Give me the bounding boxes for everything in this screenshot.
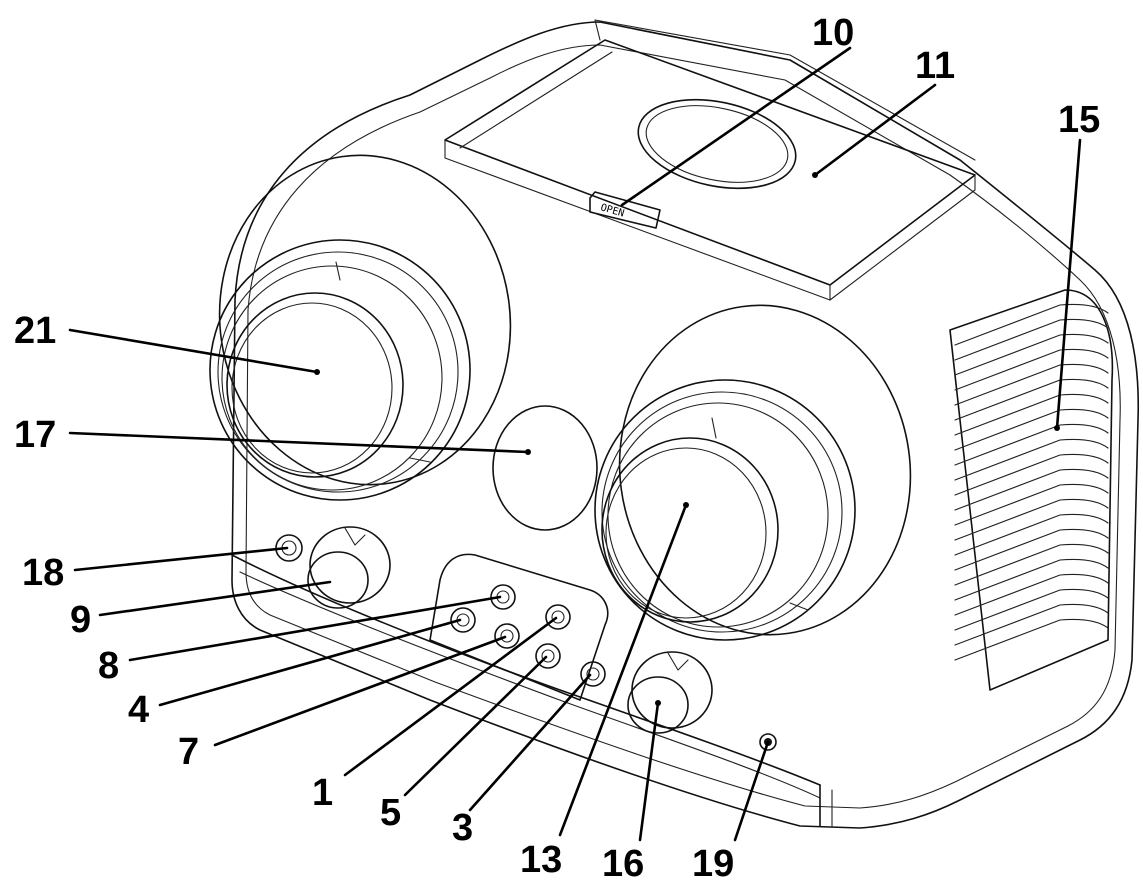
leader-1 — [343, 616, 558, 777]
vent-slat — [954, 363, 1109, 406]
label-9: 9 — [70, 599, 91, 641]
label-10: 10 — [812, 12, 854, 54]
top-window — [637, 98, 797, 190]
label-5: 5 — [380, 792, 401, 834]
label-3: 3 — [452, 807, 473, 849]
leader-3 — [468, 673, 592, 812]
connector-7 — [494, 623, 520, 649]
vent-slat — [954, 333, 1109, 376]
right-lens-assembly — [594, 304, 912, 641]
vent-slat — [954, 528, 1109, 571]
connectors — [275, 534, 777, 751]
label-18: 18 — [22, 552, 64, 594]
vent-slat — [954, 378, 1109, 421]
vent-slat — [954, 408, 1109, 451]
left-lens-assembly — [209, 154, 512, 501]
knob-16 — [627, 651, 713, 734]
center-plate — [492, 405, 598, 531]
side-vent — [949, 289, 1114, 691]
vent-slat — [954, 393, 1109, 436]
label-8: 8 — [98, 645, 119, 687]
connector-3 — [580, 661, 606, 687]
vent-slat — [954, 543, 1109, 586]
vent-slat — [954, 603, 1109, 646]
connector-1 — [545, 604, 571, 630]
vent-slat — [954, 348, 1109, 391]
connector-5 — [535, 643, 561, 669]
leader-15 — [1055, 138, 1082, 430]
vent-slat — [954, 303, 1109, 346]
vent-slat — [954, 513, 1109, 556]
leader-8 — [128, 595, 502, 662]
leader-10 — [620, 46, 852, 207]
vent-slat — [954, 498, 1109, 541]
label-7: 7 — [178, 731, 199, 773]
label-17: 17 — [14, 414, 56, 456]
leader-18 — [73, 546, 289, 572]
label-4: 4 — [128, 689, 149, 731]
vent-slat — [954, 438, 1109, 481]
leader-17 — [68, 431, 530, 454]
vent-slat — [954, 318, 1109, 361]
reference-numerals: 10 11 15 21 17 18 9 8 4 7 1 5 3 13 16 19 — [14, 12, 1100, 884]
label-16: 16 — [602, 843, 644, 884]
leader-9 — [98, 580, 332, 617]
leader-7 — [213, 635, 507, 747]
vent-slat — [954, 423, 1109, 466]
leader-4 — [158, 618, 462, 707]
connector-4 — [450, 607, 476, 633]
leader-13 — [558, 503, 688, 837]
leader-19 — [733, 740, 770, 842]
open-tab: OPEN — [589, 191, 661, 229]
connector-panel — [429, 553, 609, 701]
label-11: 11 — [915, 45, 955, 87]
leader-16 — [638, 701, 660, 842]
vent-slat — [954, 483, 1109, 526]
label-21: 21 — [14, 310, 56, 352]
vent-slat — [954, 588, 1109, 631]
leader-11 — [813, 83, 937, 177]
label-13: 13 — [520, 839, 562, 881]
vent-slat — [954, 573, 1109, 616]
leader-21 — [68, 328, 319, 374]
vent-slat — [954, 468, 1109, 511]
device-body — [231, 21, 1140, 829]
vent-slat — [954, 618, 1109, 661]
leader-lines — [68, 46, 1082, 842]
reference-dots — [314, 172, 1060, 706]
vent-slat — [954, 453, 1109, 496]
label-19: 19 — [692, 843, 734, 884]
knob-9 — [307, 526, 391, 609]
leader-5 — [403, 655, 548, 797]
label-15: 15 — [1058, 99, 1100, 141]
vent-slat — [954, 558, 1109, 601]
top-lid — [444, 19, 976, 301]
label-1: 1 — [312, 772, 333, 814]
